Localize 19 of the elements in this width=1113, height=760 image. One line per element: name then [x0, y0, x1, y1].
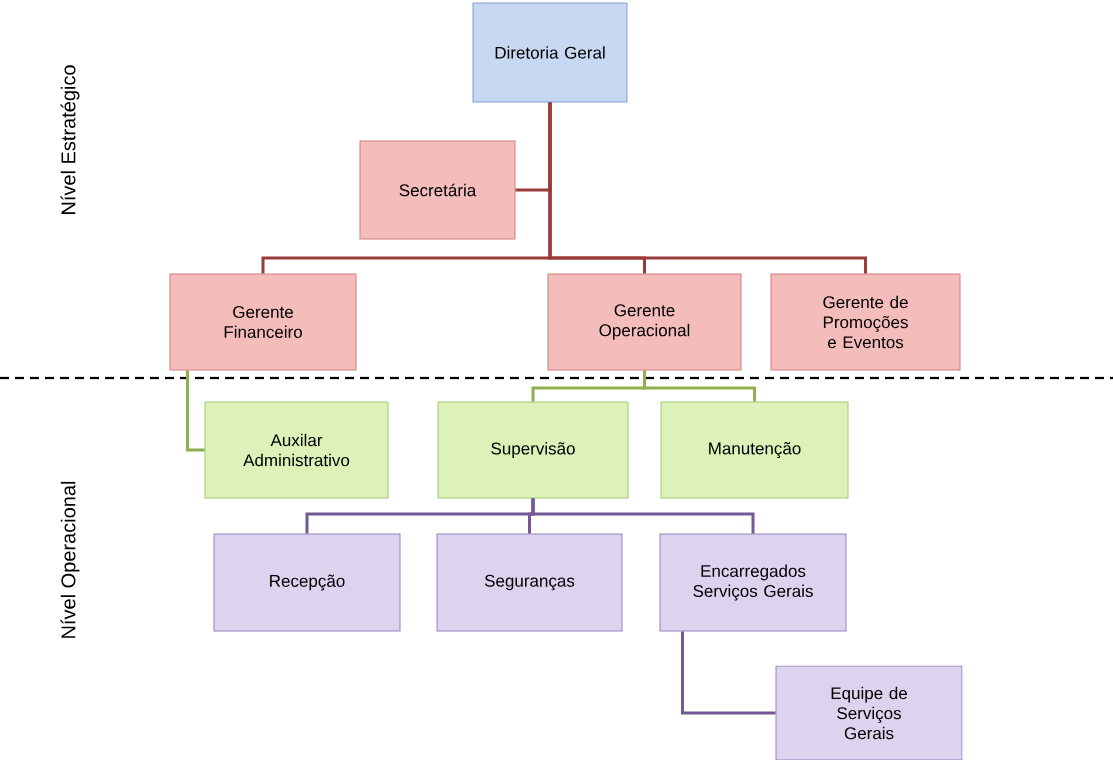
org-box: Recepção: [213, 533, 401, 632]
org-box: Equipe de Serviços Gerais: [775, 665, 963, 760]
connector: [186, 370, 205, 452]
org-box: Encarregados Serviços Gerais: [659, 533, 847, 632]
connector: [681, 631, 776, 715]
org-box: Gerente Financeiro: [169, 273, 357, 371]
org-box: Gerente de Promoções e Eventos: [770, 273, 961, 371]
org-box: Manutenção: [660, 401, 849, 499]
level-label: Nível Operacional: [60, 481, 80, 638]
org-box: Gerente Operacional: [547, 273, 742, 371]
org-box: Secretária: [359, 140, 516, 240]
connector: [643, 370, 756, 402]
org-box: Diretoria Geral: [472, 2, 628, 103]
connector: [548, 102, 867, 274]
org-box: Seguranças: [436, 533, 623, 632]
org-box: Auxilar Administrativo: [204, 401, 389, 499]
level-label: Nível Estratégico: [60, 65, 80, 214]
org-box: Supervisão: [437, 401, 629, 499]
connector: [531, 498, 755, 534]
